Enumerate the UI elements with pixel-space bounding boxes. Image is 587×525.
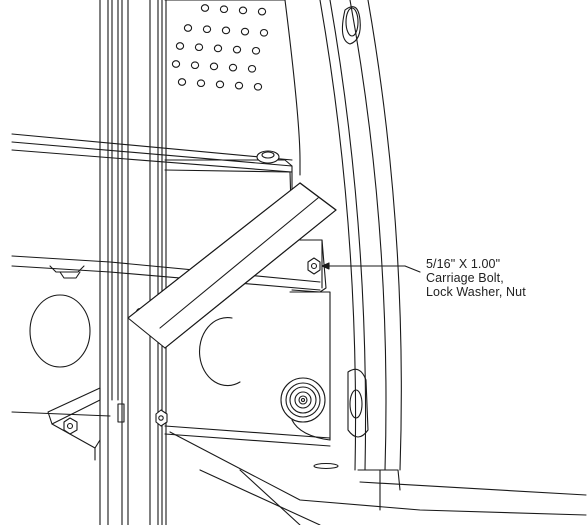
carriage-bolt-nut — [307, 257, 321, 275]
arched-frame — [319, 0, 402, 511]
knockout-holes — [29, 294, 241, 387]
vent-hole — [228, 63, 238, 72]
vent-holes — [171, 4, 269, 91]
vent-hole — [200, 4, 210, 12]
lower-bracket — [47, 387, 125, 461]
upper-crossbar — [11, 133, 293, 173]
vent-hole — [215, 80, 225, 89]
vent-hole — [177, 78, 187, 86]
vent-hole — [202, 25, 212, 34]
lower-left-nut — [63, 417, 78, 435]
callout-line-bolt: Carriage Bolt, — [426, 271, 504, 285]
vent-hole — [190, 61, 200, 70]
vent-hole — [247, 64, 257, 73]
grommet-fitting — [280, 377, 326, 423]
vent-hole — [234, 81, 244, 90]
vent-hole — [175, 42, 185, 50]
vent-hole — [196, 79, 206, 88]
lower-rail — [11, 411, 331, 447]
top-bolt — [256, 150, 280, 164]
callout-label: 5/16" X 1.00" Carriage Bolt, Lock Washer… — [426, 257, 586, 299]
vertical-posts — [99, 0, 167, 525]
base-channel — [169, 431, 587, 525]
diagonal-brace — [127, 182, 337, 349]
lower-mid-nut — [155, 409, 168, 427]
vent-hole — [257, 7, 267, 16]
vent-hole — [171, 60, 181, 68]
vent-hole — [213, 44, 223, 53]
vent-hole — [232, 45, 242, 54]
vent-hole — [219, 5, 229, 14]
vent-hole — [251, 46, 261, 55]
callout-line-size: 5/16" X 1.00" — [426, 257, 501, 271]
vent-hole — [238, 6, 248, 15]
vent-hole — [259, 28, 269, 37]
vent-hole — [209, 62, 219, 71]
vent-hole — [253, 82, 263, 91]
callout-line-hardware: Lock Washer, Nut — [426, 285, 526, 299]
callout-leader — [321, 262, 421, 273]
vent-hole — [240, 27, 250, 36]
vent-hole — [194, 43, 204, 52]
hardware — [63, 150, 326, 435]
vent-hole — [221, 26, 231, 35]
vent-hole — [183, 24, 193, 32]
